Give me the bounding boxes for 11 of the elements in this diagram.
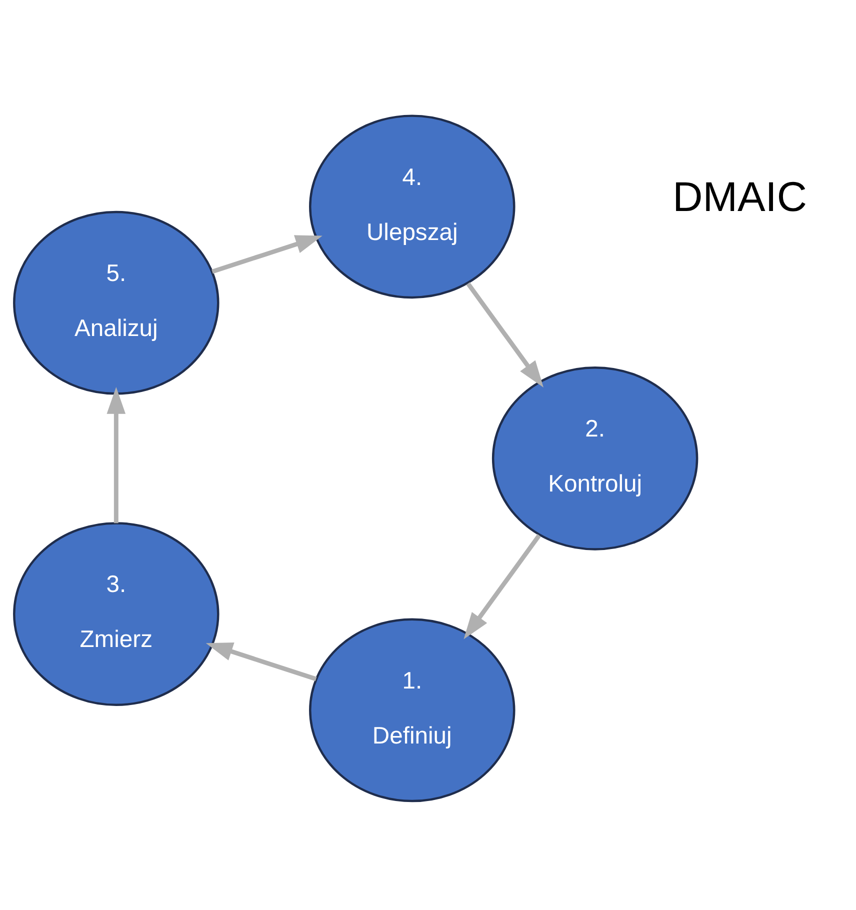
label: DMAIC [672, 172, 808, 220]
node-ellipse: 5. Analizuj [13, 210, 220, 394]
node-ellipse: 3. Zmierz [13, 522, 220, 706]
arrow [464, 534, 541, 639]
node-ellipse: 4. Ulepszaj [309, 114, 516, 298]
node-ellipse: 1. Definiuj [309, 618, 516, 802]
arrow [466, 282, 544, 387]
node-ellipse: 2. Kontroluj [492, 366, 698, 550]
arrow [206, 642, 317, 681]
arrow [212, 234, 322, 274]
arrow [106, 386, 126, 523]
